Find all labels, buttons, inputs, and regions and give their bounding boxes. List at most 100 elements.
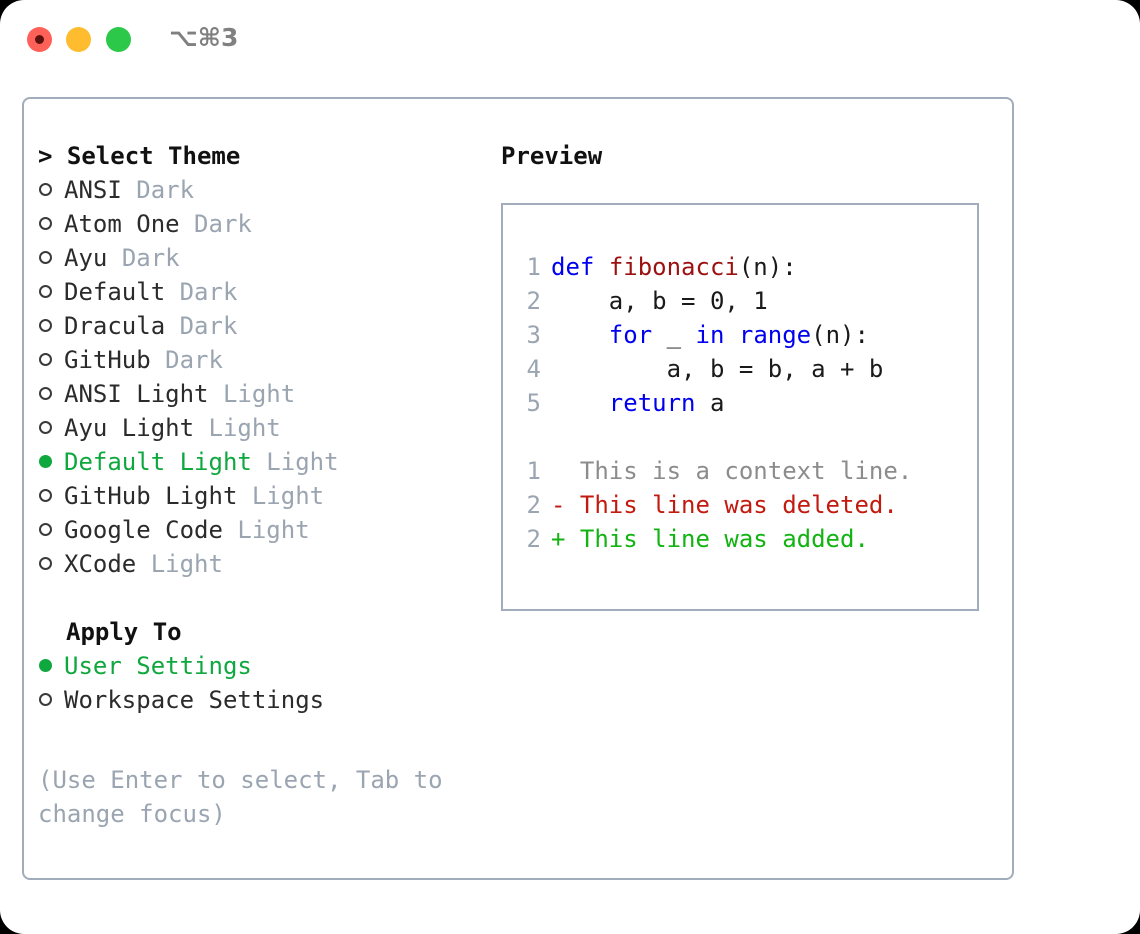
- theme-name: ANSI: [64, 176, 122, 204]
- diff-line-context: 1 This is a context line.: [517, 454, 913, 488]
- code-token: a, b = 0, 1: [551, 287, 768, 315]
- spacer: [209, 380, 223, 408]
- theme-list-item[interactable]: XCode Light: [38, 547, 478, 581]
- theme-name: GitHub: [64, 346, 151, 374]
- preview-header: Preview: [501, 139, 1001, 173]
- theme-name: Ayu: [64, 244, 108, 272]
- theme-list-item[interactable]: ANSI Light Light: [38, 377, 478, 411]
- theme-mode-label: Light: [266, 448, 339, 476]
- diff-line-number: 2: [526, 491, 541, 519]
- spacer: [165, 312, 179, 340]
- preview-title: Preview: [501, 142, 603, 170]
- theme-list-item[interactable]: Google Code Light: [38, 513, 478, 547]
- theme-name: XCode: [64, 550, 137, 578]
- theme-mode-label: Dark: [194, 210, 252, 238]
- theme-name: Default: [64, 278, 166, 306]
- code-token: [724, 321, 738, 349]
- diff-line-number: 2: [526, 525, 541, 553]
- theme-name: Atom One: [64, 210, 180, 238]
- theme-list-item[interactable]: Default Light Light: [38, 445, 478, 479]
- theme-mode-label: Light: [222, 380, 296, 408]
- theme-picker-title: > Select Theme: [38, 139, 478, 173]
- theme-list-item[interactable]: ANSI Dark: [38, 173, 478, 207]
- code-token: a, b = b, a + b: [551, 355, 884, 383]
- radio-selected-icon: [39, 454, 52, 468]
- code-line-number: 3: [526, 321, 541, 349]
- keyboard-hint: (Use Enter to select, Tab to change focu…: [38, 766, 458, 828]
- radio-unselected-icon: [39, 556, 52, 570]
- code-token: (n):: [738, 253, 797, 281]
- theme-picker-title-label: Select Theme: [66, 142, 241, 170]
- code-token: [594, 253, 608, 281]
- theme-name: GitHub Light: [64, 482, 238, 510]
- apply-to-item[interactable]: Workspace Settings: [38, 683, 478, 717]
- code-diff-gap: [517, 420, 912, 454]
- spacer: [237, 482, 251, 510]
- theme-mode-label: Dark: [179, 312, 238, 340]
- diff-line-added: 2+ This line was added.: [517, 522, 912, 556]
- spacer: [252, 448, 266, 476]
- code-line-number: 4: [526, 355, 541, 383]
- diff-sign: [551, 457, 580, 485]
- minimize-button[interactable]: [66, 27, 91, 52]
- code-line: 4 a, b = b, a + b: [517, 352, 912, 386]
- theme-mode-label: Dark: [136, 176, 195, 204]
- window-title-shortcut: ⌥⌘3: [169, 23, 239, 52]
- theme-mode-label: Light: [251, 482, 325, 510]
- theme-mode-label: Dark: [121, 244, 180, 272]
- diff-line-number: 1: [526, 457, 541, 485]
- radio-unselected-icon: [39, 420, 52, 434]
- radio-unselected-icon: [39, 488, 52, 502]
- spacer: [136, 550, 150, 578]
- theme-list-item[interactable]: Default Dark: [38, 275, 478, 309]
- code-line-number: 1: [526, 253, 541, 281]
- prompt-caret: >: [38, 142, 67, 170]
- code-token: (n):: [811, 321, 869, 349]
- theme-list-item[interactable]: GitHub Dark: [38, 343, 478, 377]
- code-token: [551, 321, 609, 349]
- apply-to-item[interactable]: User Settings: [38, 649, 478, 683]
- diff-sign: -: [551, 491, 580, 519]
- radio-unselected-icon: [39, 386, 52, 400]
- close-button[interactable]: [27, 27, 52, 52]
- theme-mode-label: Light: [150, 550, 223, 578]
- theme-mode-label: Dark: [179, 278, 238, 306]
- radio-selected-icon: [39, 658, 52, 672]
- code-line-number: 5: [526, 389, 541, 417]
- code-token: for: [608, 321, 653, 349]
- radio-unselected-icon: [39, 284, 52, 298]
- code-token: _: [652, 321, 696, 349]
- theme-list-item[interactable]: Ayu Dark: [38, 241, 478, 275]
- spacer: [194, 414, 208, 442]
- code-line: 2 a, b = 0, 1: [517, 284, 912, 318]
- theme-list-item[interactable]: Dracula Dark: [38, 309, 478, 343]
- apply-to-label: Workspace Settings: [64, 686, 325, 714]
- radio-unselected-icon: [39, 692, 52, 706]
- theme-list-item[interactable]: Ayu Light Light: [38, 411, 478, 445]
- theme-name: Google Code: [64, 516, 223, 544]
- radio-unselected-icon: [39, 250, 52, 264]
- theme-list-item[interactable]: GitHub Light Light: [38, 479, 478, 513]
- theme-list-item[interactable]: Atom One Dark: [38, 207, 478, 241]
- maximize-button[interactable]: [106, 27, 131, 52]
- radio-unselected-icon: [39, 522, 52, 536]
- code-token: fibonacci: [608, 253, 739, 281]
- theme-name: Dracula: [64, 312, 166, 340]
- spacer: [107, 244, 121, 272]
- list-spacer: [38, 581, 478, 615]
- code-line-number: 2: [526, 287, 541, 315]
- theme-name: Default Light: [64, 448, 252, 476]
- theme-name: ANSI Light: [64, 380, 209, 408]
- title-bar: ⌥⌘3: [0, 0, 1140, 78]
- code-token: in: [695, 321, 725, 349]
- code-token: a: [695, 389, 725, 417]
- apply-to-label: User Settings: [64, 652, 252, 680]
- radio-unselected-icon: [39, 216, 52, 230]
